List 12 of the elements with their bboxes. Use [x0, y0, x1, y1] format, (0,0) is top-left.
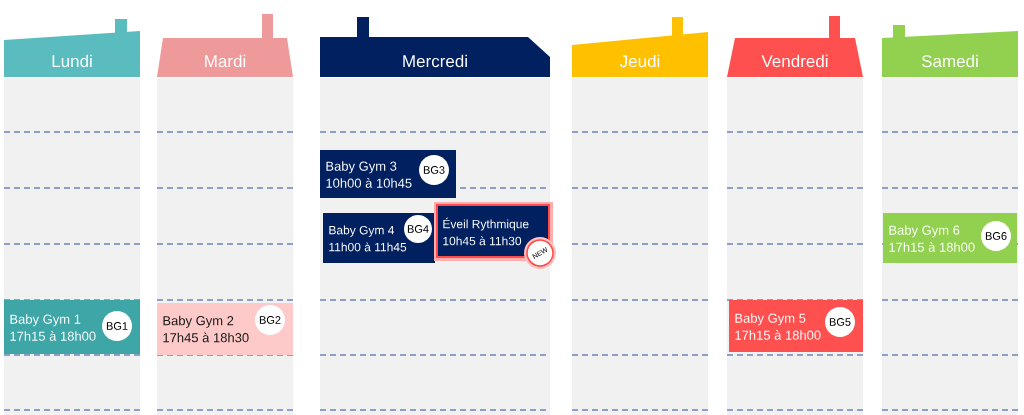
class-badge: BG1: [102, 311, 132, 341]
day-header: Mercredi: [320, 17, 550, 77]
day-header: Vendredi: [727, 16, 863, 77]
day-header: Jeudi: [572, 17, 708, 77]
class-badge: BG2: [255, 305, 285, 335]
class-badge: BG3: [419, 155, 449, 185]
day-header: Mardi: [157, 14, 293, 77]
class-badge: BG4: [404, 215, 432, 243]
class-badge: BG6: [981, 221, 1011, 251]
class-badge: BG5: [825, 307, 855, 337]
day-header: Samedi: [882, 25, 1018, 77]
day-header: Lundi: [4, 19, 140, 77]
